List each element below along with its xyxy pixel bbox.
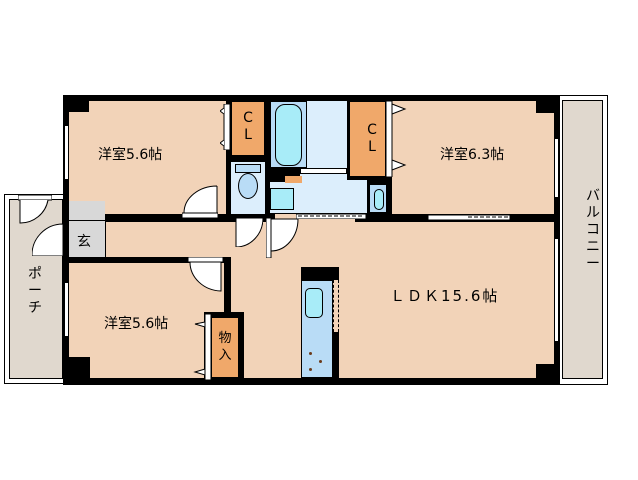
bathtub-icon [275, 104, 302, 166]
entrance [69, 201, 105, 257]
porch [4, 194, 64, 384]
western-room-2 [392, 101, 554, 214]
balcony [558, 95, 608, 385]
window-room-1 [64, 125, 69, 180]
room-2-sliding-door-icon[interactable] [428, 215, 510, 220]
closet-1-door-icon[interactable] [220, 104, 230, 150]
western-room-1-label: 洋室5.6帖 [98, 147, 163, 163]
room-3-door-icon[interactable] [188, 257, 223, 292]
window-room-2 [554, 138, 559, 198]
washing-machine-icon [270, 188, 294, 210]
storage-door-icon[interactable] [193, 314, 211, 380]
toilet-tank-icon [235, 164, 261, 173]
closet-1 [231, 101, 265, 156]
washbasin-icon [369, 184, 387, 213]
entrance-label: 玄 [77, 234, 91, 250]
western-room-2-label: 洋室6.3帖 [440, 147, 505, 163]
western-room-3-label: 洋室5.6帖 [104, 316, 169, 332]
porch-label: ポ ー チ [28, 266, 42, 316]
toilet-door-icon[interactable] [235, 217, 263, 247]
washroom-door-icon[interactable] [266, 218, 302, 258]
western-room-3 [69, 263, 224, 378]
ldk [231, 222, 554, 378]
closet-2-door-icon[interactable] [385, 101, 407, 177]
stove-icon [302, 346, 332, 378]
closet-2-label: C L [367, 122, 377, 155]
window-room-3 [64, 282, 69, 337]
closet-1-label: C L [243, 110, 253, 143]
storage-label: 物 入 [218, 331, 232, 363]
porch-gate-icon [18, 195, 52, 225]
toilet-icon [238, 173, 258, 199]
sink-icon [305, 288, 323, 318]
balcony-label: バ ル コ ニ ー [586, 188, 600, 272]
closet-2 [349, 101, 386, 177]
washroom-sliding-door-icon[interactable] [296, 214, 366, 219]
room-1-door-icon[interactable] [182, 185, 218, 218]
window-ldk [554, 238, 559, 342]
storage [211, 317, 239, 378]
entrance-door-icon[interactable] [32, 222, 65, 256]
ldk-label: ＬＤＫ15.6帖 [390, 287, 500, 305]
